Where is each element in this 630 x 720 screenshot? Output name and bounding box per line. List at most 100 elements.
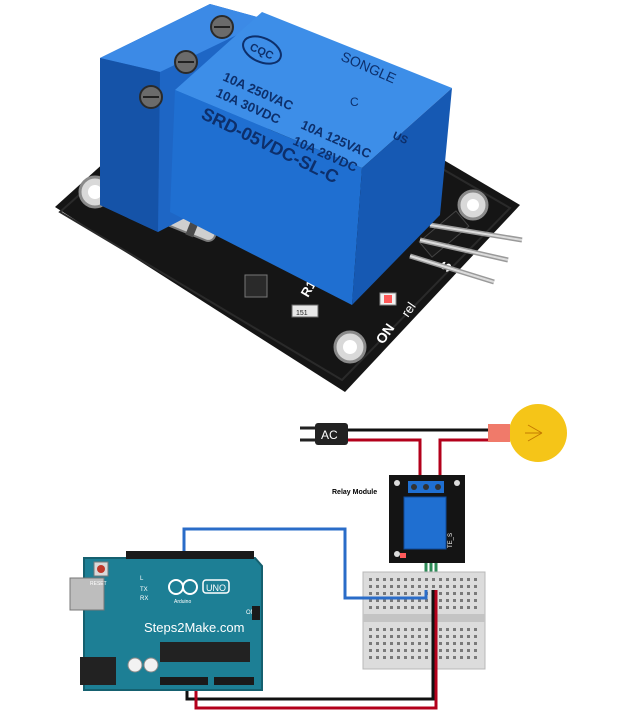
breadboard-hole	[369, 592, 372, 595]
breadboard-hole	[439, 649, 442, 652]
breadboard-hole	[376, 606, 379, 609]
breadboard-hole	[446, 656, 449, 659]
breadboard-hole	[411, 649, 414, 652]
relay-module-label: Relay Module	[332, 489, 377, 496]
breadboard-hole	[453, 606, 456, 609]
breadboard-hole	[383, 606, 386, 609]
ac-plug: AC	[300, 423, 348, 445]
breadboard-hole	[453, 578, 456, 581]
breadboard-hole	[439, 592, 442, 595]
breadboard-hole	[439, 642, 442, 645]
breadboard-hole	[383, 599, 386, 602]
breadboard-hole	[467, 585, 470, 588]
breadboard-hole	[467, 592, 470, 595]
breadboard-hole	[404, 642, 407, 645]
breadboard-hole	[376, 585, 379, 588]
breadboard-hole	[418, 635, 421, 638]
breadboard-hole	[460, 592, 463, 595]
breadboard-hole	[411, 628, 414, 631]
breadboard-hole	[474, 585, 477, 588]
breadboard-hole	[397, 628, 400, 631]
transistor	[244, 274, 268, 298]
breadboard-hole	[467, 628, 470, 631]
breadboard-hole	[390, 606, 393, 609]
l-label: L	[140, 576, 144, 582]
breadboard-hole	[446, 578, 449, 581]
arduino-uno: RESET L TX RX ON UNO Arduino Steps2	[69, 551, 263, 691]
breadboard-hole	[446, 599, 449, 602]
relay-module-board: TE_S	[389, 475, 465, 563]
breadboard-hole	[383, 628, 386, 631]
part-marker-label: rel	[398, 299, 419, 320]
breadboard-hole	[397, 656, 400, 659]
breadboard-hole	[397, 599, 400, 602]
breadboard-hole	[446, 649, 449, 652]
breadboard-hole	[383, 649, 386, 652]
cqc-logo	[242, 35, 282, 65]
transistor-label: 151	[296, 310, 308, 317]
breadboard-hole	[390, 578, 393, 581]
breadboard-hole	[390, 628, 393, 631]
breadboard-hole	[383, 656, 386, 659]
cert-us-label: US	[391, 130, 410, 147]
breadboard-hole	[383, 585, 386, 588]
breadboard-hole	[376, 649, 379, 652]
breadboard-hole	[418, 649, 421, 652]
breadboard-hole	[425, 585, 428, 588]
breadboard-hole	[460, 578, 463, 581]
breadboard-hole	[453, 599, 456, 602]
breadboard-hole	[453, 585, 456, 588]
breadboard-hole	[404, 628, 407, 631]
breadboard-hole	[404, 592, 407, 595]
cert-c-label: C	[350, 95, 359, 109]
breadboard-hole	[446, 642, 449, 645]
breadboard-hole	[411, 585, 414, 588]
breadboard-hole	[397, 606, 400, 609]
breadboard-hole	[369, 585, 372, 588]
breadboard-hole	[446, 606, 449, 609]
relay-block	[403, 496, 447, 550]
breadboard-hole	[369, 628, 372, 631]
breadboard-hole	[439, 599, 442, 602]
breadboard-hole	[404, 599, 407, 602]
breadboard-hole	[460, 635, 463, 638]
breadboard-hole	[453, 649, 456, 652]
breadboard-hole	[474, 592, 477, 595]
breadboard-hole	[397, 649, 400, 652]
breadboard-hole	[425, 635, 428, 638]
breadboard-hole	[467, 635, 470, 638]
arduino-sub-label: Arduino	[174, 599, 191, 605]
breadboard-hole	[467, 642, 470, 645]
breadboard-hole	[369, 656, 372, 659]
breadboard-hole	[467, 606, 470, 609]
breadboard-hole	[425, 642, 428, 645]
breadboard-hole	[411, 656, 414, 659]
breadboard-hole	[439, 656, 442, 659]
wire-lamp-red	[438, 438, 488, 486]
breadboard-hole	[390, 649, 393, 652]
digital-header	[126, 551, 254, 559]
breadboard-hole	[411, 592, 414, 595]
bulb-socket	[488, 424, 510, 442]
power-header	[160, 677, 208, 685]
breadboard-hole	[376, 592, 379, 595]
breadboard-hole	[453, 642, 456, 645]
breadboard-hole	[418, 592, 421, 595]
breadboard-hole	[474, 578, 477, 581]
breadboard-hole	[383, 578, 386, 581]
breadboard-hole	[404, 606, 407, 609]
breadboard-hole	[425, 649, 428, 652]
breadboard-hole	[418, 606, 421, 609]
breadboard-hole	[474, 656, 477, 659]
breadboard	[362, 571, 486, 670]
breadboard-hole	[390, 592, 393, 595]
breadboard-hole	[383, 592, 386, 595]
breadboard-hole	[474, 606, 477, 609]
breadboard-hole	[425, 606, 428, 609]
arduino-infinity-logo	[168, 579, 198, 595]
breadboard-hole	[390, 635, 393, 638]
breadboard-hole	[397, 585, 400, 588]
breadboard-hole	[446, 585, 449, 588]
breadboard-hole	[474, 628, 477, 631]
breadboard-hole	[369, 649, 372, 652]
